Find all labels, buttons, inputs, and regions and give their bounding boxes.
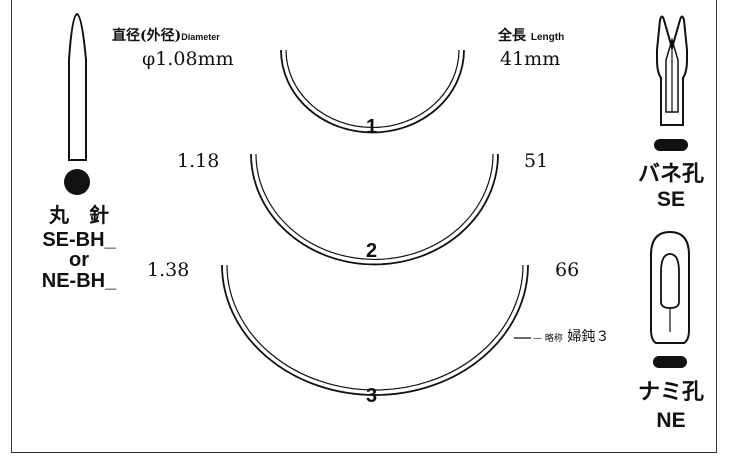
length-label: 全長 Length [498,28,565,44]
needle-3-arc [221,264,529,396]
round-cross-section [64,169,90,195]
needle-2-number: 2 [366,240,378,262]
round-needle-tip [68,12,87,161]
needle-2-length: 51 [524,150,549,172]
needle-1-diameter: φ1.08mm [142,48,234,70]
abbreviation: — 略称 婦鈍３ [533,329,610,345]
normal-eye-label: ナミ孔 [637,379,704,404]
or-label: or [69,249,89,271]
spring-eye-label: バネ孔 [637,161,704,186]
needle-1-length: 41mm [500,48,561,70]
needle-1-arc [280,49,465,134]
needle-1-number: 1 [366,116,378,138]
diameter-label: 直径(外径)Diameter [112,28,220,44]
normal-eye-cross-section [653,356,687,368]
needle-3-number: 3 [366,385,378,407]
needle-2-diameter: 1.18 [177,150,220,172]
spring-eye-cross-section [654,139,688,151]
needle-3-length: 66 [555,259,580,281]
needle-2-arc [250,153,499,266]
normal-eye-code: NE [656,409,686,432]
code-se-bh: SE-BH_ [42,229,116,251]
spring-eye-code: SE [656,188,685,211]
needle-3-diameter: 1.38 [147,259,190,281]
code-ne-bh: NE-BH_ [41,270,117,292]
diagram-frame [11,0,717,453]
round-needle-label: 丸 針 [49,205,109,227]
